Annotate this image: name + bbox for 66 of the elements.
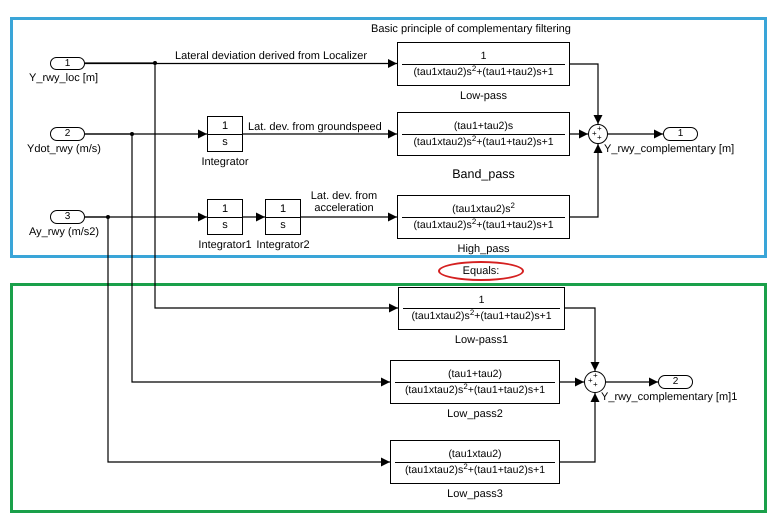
plus-sign: +: [597, 134, 602, 142]
port-name: Y_rwy_loc [m]: [29, 73, 98, 84]
port-name: Ydot_rwy (m/s): [27, 144, 101, 155]
sum-junction: [588, 124, 608, 144]
plus-sign: +: [593, 381, 598, 389]
block-name: Band_pass: [452, 168, 515, 180]
port-number: 1: [678, 129, 684, 139]
denominator: s: [222, 218, 228, 232]
arrow: [85, 62, 398, 312]
arrow: [85, 216, 390, 466]
denominator: (tau1xtau2)s$^{2}$+(tau1+tau2)s+1: [404, 462, 546, 478]
numerator: (tau1+tau2): [448, 366, 502, 382]
denominator: (tau1xtau2)s$^{2}$+(tau1+tau2)s+1: [413, 64, 554, 80]
denominator: (tau1xtau2)s$^{2}$+(tau1+tau2)s+1: [413, 134, 554, 150]
numerator: (tau1+tau2)s: [454, 118, 514, 134]
arrow: [85, 59, 397, 68]
edge-label: Lat. dev. from groundspeed: [248, 121, 382, 133]
port-name: Y_rwy_complementary [m]: [604, 144, 734, 155]
block-name: Low_pass2: [447, 409, 503, 420]
port-name: Ay_rwy (m/s2): [29, 227, 100, 238]
arrow: [570, 130, 588, 138]
arrow: [606, 378, 658, 386]
port-name: Y_rwy_complementary [m]1: [601, 392, 738, 403]
block-name: Integrator1: [198, 240, 252, 251]
block-name: High_pass: [458, 244, 510, 255]
arrow: [565, 307, 600, 371]
plus-sign: +: [593, 372, 598, 380]
denominator: (tau1xtau2)s$^{2}$+(tau1+tau2)s+1: [411, 309, 552, 324]
block-name: Low-pass1: [454, 335, 508, 346]
arrow: [560, 393, 600, 463]
block-name: Low_pass3: [447, 489, 503, 500]
sum-junction: [584, 371, 606, 393]
arrow: [570, 144, 602, 218]
port-number: 3: [64, 212, 70, 222]
denominator: s: [280, 218, 286, 232]
plus-sign: +: [592, 130, 597, 138]
arrow: [560, 378, 584, 386]
denominator: s: [222, 134, 228, 150]
numerator: (tau1xtau2): [448, 446, 502, 462]
arrow: [570, 63, 602, 124]
port-number: 2: [672, 377, 678, 387]
panel-title: Basic principle of complementary filtering: [371, 22, 571, 37]
panel-frame: [10, 283, 767, 513]
port-number: 1: [64, 58, 70, 68]
numerator: 1: [280, 202, 286, 216]
arrow: [608, 130, 663, 138]
numerator: 1: [480, 48, 486, 64]
denominator: (tau1xtau2)s$^{2}$+(tau1+tau2)s+1: [404, 382, 546, 398]
numerator: 1: [478, 293, 484, 308]
numerator: 1: [222, 202, 228, 216]
arrow: [301, 212, 397, 222]
block-name: Low-pass: [460, 91, 508, 102]
arrow: [85, 133, 390, 386]
block-name: Integrator: [201, 157, 249, 168]
arrow: [243, 130, 397, 138]
edge-label: Lateral deviation derived from Localizer: [175, 50, 367, 62]
numerator: 1: [222, 118, 228, 134]
equals-text: Equals:: [462, 266, 500, 276]
arrow: [243, 212, 265, 222]
port-number: 2: [64, 129, 70, 139]
plus-sign: +: [597, 125, 602, 133]
numerator: (tau1xtau2)s$^{2}$: [452, 202, 515, 216]
panel-frame: [10, 17, 767, 258]
block-name: Integrator2: [256, 240, 310, 251]
plus-sign: +: [588, 377, 593, 385]
denominator: (tau1xtau2)s$^{2}$+(tau1+tau2)s+1: [413, 218, 554, 232]
